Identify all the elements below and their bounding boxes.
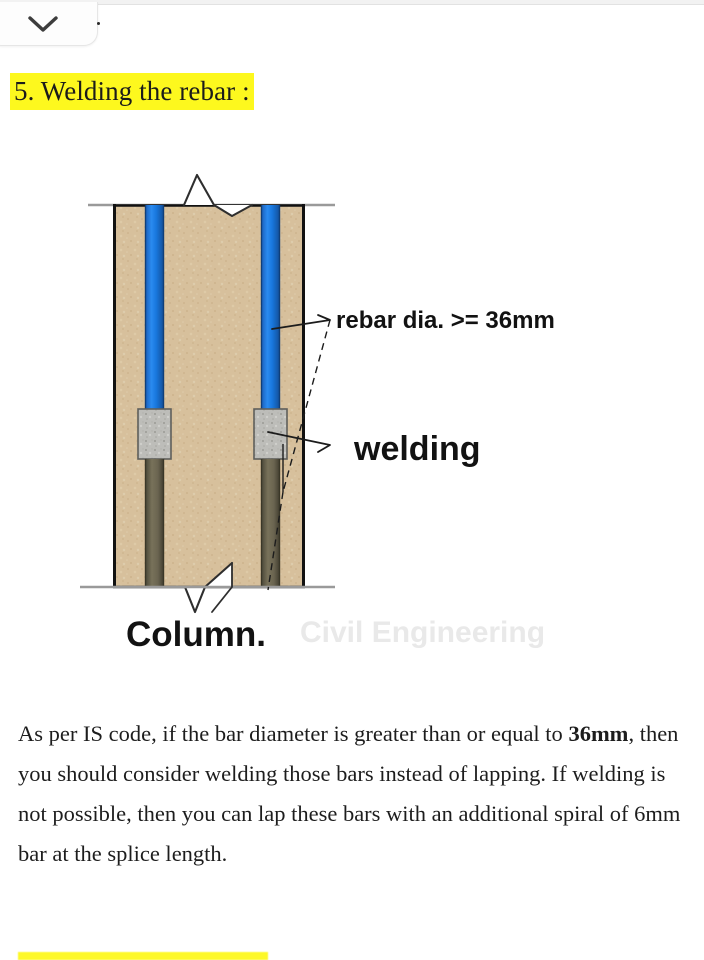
body-line-3: bars instead of lapping. If welding is n…	[18, 761, 666, 826]
body-line-4: you can lap these bars with an additiona…	[181, 801, 681, 826]
rebar-right	[253, 205, 288, 587]
label-rebar-diameter: rebar dia. >= 36mm	[336, 307, 555, 334]
tab-dot-marker	[97, 22, 100, 25]
browser-top-strip	[0, 0, 704, 5]
body-line-1: As per IS code, if the bar diameter is g…	[18, 721, 486, 746]
leader-line-welding	[267, 431, 331, 591]
label-welding: welding	[353, 430, 481, 468]
body-paragraph: As per IS code, if the bar diameter is g…	[18, 714, 690, 874]
figure-watermark: Civil Engineering	[300, 616, 545, 649]
next-section-highlight	[18, 952, 268, 960]
break-symbol-bottom	[183, 561, 234, 614]
body-line-2-bold: 36mm	[568, 721, 629, 746]
break-symbol-top	[182, 173, 254, 218]
rebar-left	[137, 205, 172, 587]
rebar-welding-diagram: rebar dia. >= 36mm welding Column. Civil…	[0, 160, 704, 670]
chevron-down-icon	[28, 15, 58, 32]
body-line-2-post: , then you should consider welding those	[18, 721, 679, 786]
body-line-2-pre: equal to	[490, 721, 569, 746]
leader-line-rebar-dia	[271, 314, 331, 493]
diagram-svg: rebar dia. >= 36mm welding Column. Civil…	[80, 173, 555, 654]
section-heading: 5. Welding the rebar :	[10, 73, 254, 110]
weld-block-right	[253, 408, 288, 460]
label-column: Column.	[126, 615, 266, 654]
leader-line-column	[211, 562, 233, 613]
body-line-5: bar at the splice length.	[18, 841, 228, 866]
weld-block-left	[137, 408, 172, 460]
collapse-tab[interactable]	[0, 2, 98, 46]
